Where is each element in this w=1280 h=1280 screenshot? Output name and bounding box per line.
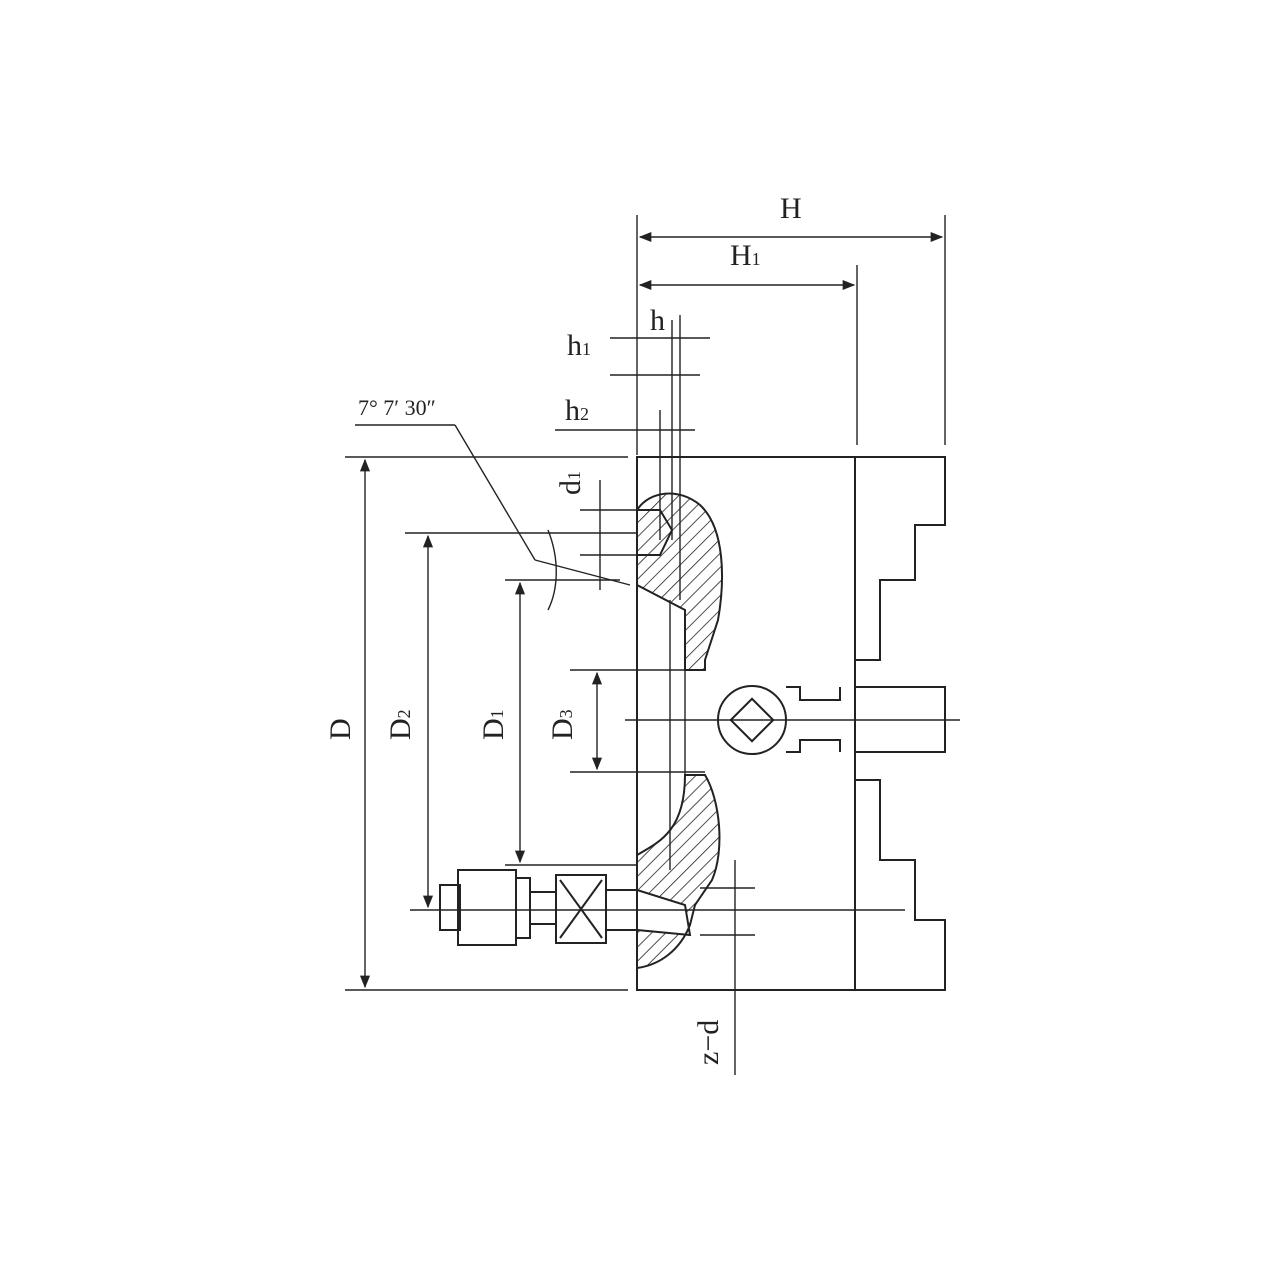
dim-h1: h1 [567,329,700,376]
label-H1: H1 [730,239,761,272]
dim-H: H [636,192,946,455]
pinion-socket [625,685,960,755]
label-D2: D2 [384,709,417,740]
bore-lines [659,315,686,870]
dim-h2: h2 [555,394,695,431]
dim-D3: D3 [546,669,705,773]
label-h1: h1 [567,329,591,362]
dim-D2: D2 [384,532,637,909]
dim-H1: H1 [638,239,858,445]
label-zd: z−d [692,1020,725,1065]
dim-zd: z−d [692,860,755,1075]
dim-D1: D1 [477,581,637,866]
label-d1: d1 [554,471,587,495]
label-H: H [780,192,802,225]
dim-D: D [324,456,628,991]
label-h: h [650,304,665,337]
mounting-bolt [410,869,905,946]
jaw-steps [855,524,945,921]
angle-callout: 7° 7′ 30″ [355,395,631,611]
label-h2: h2 [565,394,589,427]
label-D1: D1 [477,709,510,740]
label-D: D [324,718,357,740]
dim-h: h [610,304,710,339]
label-angle: 7° 7′ 30″ [358,395,436,420]
dim-d1: d1 [554,471,640,590]
label-D3: D3 [546,709,579,740]
